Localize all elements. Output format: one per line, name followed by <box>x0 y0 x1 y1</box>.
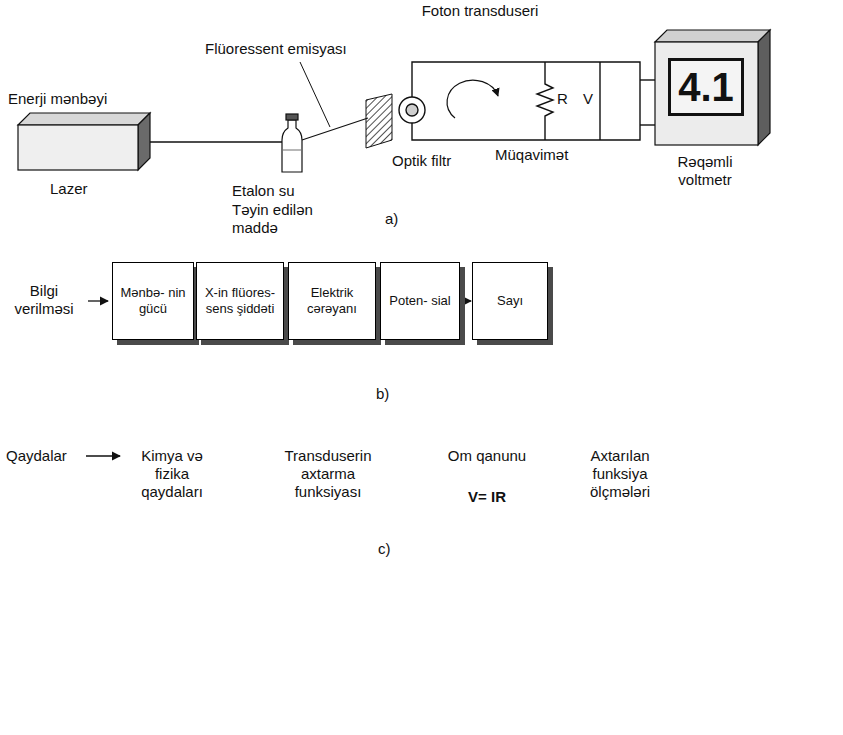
symbol-label: R <box>557 90 577 108</box>
part-label: Enerji mənbəyi <box>8 90 158 108</box>
sample-bottle <box>282 114 302 172</box>
panel-label: a) <box>385 210 415 228</box>
rule-text: Transduserin axtarma funksiyası <box>268 447 388 501</box>
label-text: V= IR <box>468 488 506 505</box>
input-arrow <box>88 300 108 301</box>
label-text: Enerji mənbəyi <box>8 90 107 107</box>
process-box: Poten- sial <box>380 262 460 340</box>
label-text: Transduserin axtarma funksiyası <box>285 447 372 500</box>
label-text: a) <box>385 210 398 227</box>
rule-text: Kimya və fizika qaydaları <box>122 447 222 501</box>
photon-transducer <box>399 97 425 123</box>
node-text: Sayı <box>497 293 523 309</box>
input-label: Bilgi verilməsi <box>2 282 86 318</box>
panel-label: b) <box>376 385 406 403</box>
part-label: Optik filtr <box>392 152 492 170</box>
part-label: Rəqəmli voltmetr <box>650 153 760 189</box>
node-text: Poten- sial <box>389 293 450 309</box>
label-text: Flüoressent emisyası <box>205 40 347 57</box>
current-arrow <box>447 80 498 118</box>
node-text: Elektrik cərəyanı <box>289 285 375 316</box>
formula: V= IR <box>442 488 532 506</box>
label-text: Optik filtr <box>392 152 451 169</box>
label-text: R <box>557 90 568 107</box>
part-label: Foton transduseri <box>395 2 565 20</box>
label-text: Kimya və fizika qaydaları <box>141 447 203 500</box>
voltmeter-box <box>655 30 770 145</box>
symbol-label: V <box>583 90 597 108</box>
label-text: Axtarılan funksiya ölçmələri <box>590 447 650 500</box>
label-text: b) <box>376 385 389 402</box>
flow-arrow <box>465 300 471 301</box>
label-text: Təyin edilən maddə <box>232 201 313 236</box>
rules-label: Qaydalar <box>6 447 86 465</box>
part-label: Flüoressent emisyası <box>205 40 380 58</box>
part-label: Lazer <box>50 180 130 198</box>
part-label: Müqavimət <box>495 146 605 164</box>
label-text: Lazer <box>50 180 88 197</box>
label-text: Etalon su <box>232 182 295 199</box>
node-text: Mənbə- nin gücü <box>113 285 193 316</box>
label-text: Müqavimət <box>495 146 568 163</box>
node-text: 4.1 <box>678 67 734 107</box>
panel-label: c) <box>378 540 408 558</box>
label-text: Bilgi verilməsi <box>14 282 73 317</box>
laser-box <box>18 113 150 170</box>
rules-arrow <box>86 455 120 456</box>
process-box: X-in flüores- sens şiddəti <box>196 262 284 340</box>
laser-beam <box>150 141 284 142</box>
label-text: Foton transduseri <box>422 2 539 19</box>
label-text: Rəqəmli voltmetr <box>677 153 732 188</box>
voltmeter-display: 4.1 <box>668 58 744 116</box>
rule-text: Om qanunu <box>442 447 532 465</box>
process-box: Mənbə- nin gücü <box>112 262 194 340</box>
optical-filter <box>366 94 392 148</box>
label-text: Qaydalar <box>6 447 67 464</box>
circuit-wires <box>412 62 655 140</box>
label-text: Om qanunu <box>448 447 526 464</box>
label-text: V <box>583 90 593 107</box>
part-label: Təyin edilən maddə <box>232 201 342 237</box>
node-text: X-in flüores- sens şiddəti <box>197 285 283 316</box>
part-label: Etalon su <box>232 182 342 200</box>
leader-line <box>300 62 330 127</box>
process-box: Sayı <box>472 262 548 340</box>
label-text: c) <box>378 540 391 557</box>
rule-text: Axtarılan funksiya ölçmələri <box>565 447 675 501</box>
emission-ray <box>302 118 368 140</box>
process-box: Elektrik cərəyanı <box>288 262 376 340</box>
